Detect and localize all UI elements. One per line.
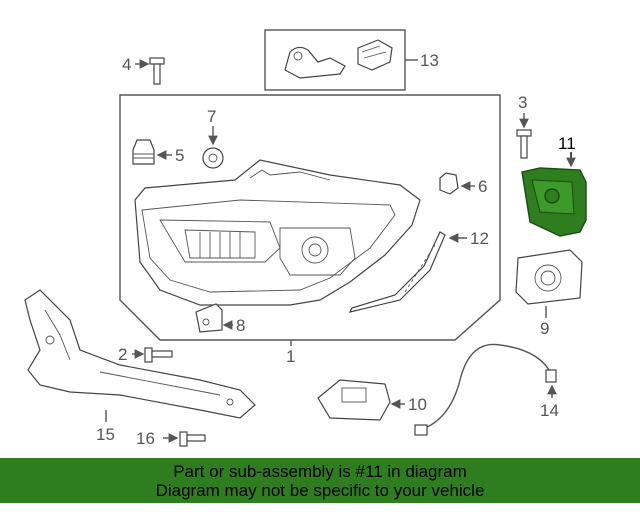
callout-11: 11 xyxy=(558,134,576,153)
part-1-headlamp-assembly-outline[interactable] xyxy=(119,94,501,341)
part-9-lamp-module[interactable] xyxy=(515,249,583,305)
part-5-grommet[interactable] xyxy=(132,139,155,165)
part-14-cable[interactable] xyxy=(414,343,557,436)
callout-12: 12 xyxy=(470,229,489,248)
part-8-bracket[interactable] xyxy=(195,303,223,333)
callout-4: 4 xyxy=(122,55,131,74)
part-13-bracket-kit[interactable] xyxy=(264,29,406,91)
part-11-control-module-highlighted[interactable] xyxy=(521,167,587,237)
part-10-ballast[interactable] xyxy=(317,379,391,421)
banner-line-2: Diagram may not be specific to your vehi… xyxy=(155,481,485,500)
part-15-support-bracket[interactable] xyxy=(24,289,256,419)
part-12-trim-strip[interactable] xyxy=(348,231,446,313)
callout-3: 3 xyxy=(518,93,527,112)
part-3-screw[interactable] xyxy=(516,129,532,159)
callout-7: 7 xyxy=(207,107,216,126)
banner-line-1: Part or sub-assembly is #11 in diagram xyxy=(173,462,467,481)
callout-6: 6 xyxy=(478,177,487,196)
part-6-clip[interactable] xyxy=(439,172,459,195)
callout-14: 14 xyxy=(540,401,559,420)
callout-5: 5 xyxy=(175,146,184,165)
info-banner: Part or sub-assembly is #11 in diagram D… xyxy=(0,458,640,503)
callout-15: 15 xyxy=(96,425,115,444)
part-2-screw[interactable] xyxy=(144,347,173,363)
callout-10: 10 xyxy=(408,395,427,414)
callout-2: 2 xyxy=(118,345,127,364)
part-4-screw[interactable] xyxy=(149,57,165,85)
part-16-screw[interactable] xyxy=(179,431,206,447)
callout-8: 8 xyxy=(236,316,245,335)
callout-16: 16 xyxy=(136,429,155,448)
headlamp-housing xyxy=(134,159,421,306)
callout-13: 13 xyxy=(420,51,439,70)
callout-9: 9 xyxy=(540,319,549,338)
parts-diagram: 4 5 7 13 3 11 6 12 9 8 1 2 10 14 15 16 xyxy=(24,29,587,448)
part-7-bushing[interactable] xyxy=(202,147,224,169)
callout-1: 1 xyxy=(286,347,295,366)
